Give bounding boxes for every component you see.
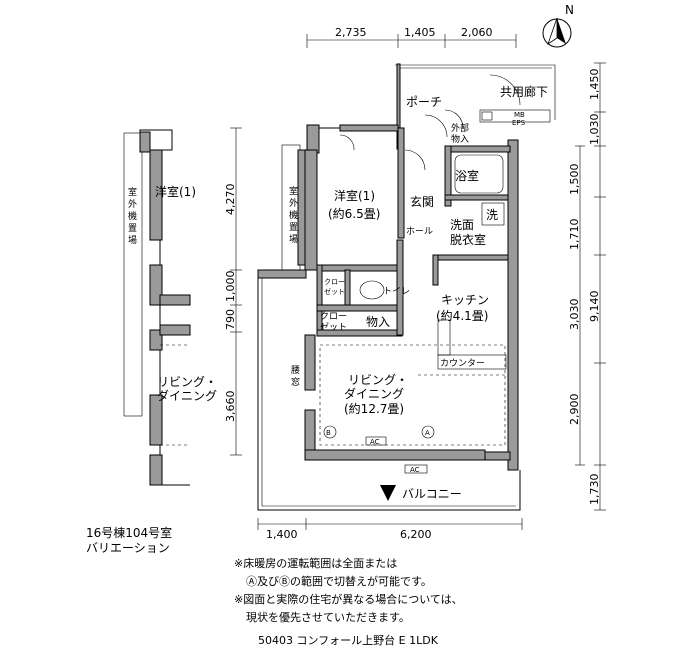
dim-left-4: 3,660	[224, 391, 237, 423]
footer-caption: 50403 コンフォール上野台 E 1LDK	[258, 634, 438, 647]
closet-upper-label-2: ゼット	[324, 287, 345, 296]
dim-top-2: 1,405	[404, 26, 436, 39]
balcony-arrow-icon	[380, 485, 396, 501]
compass-label: N	[565, 3, 574, 17]
variation-caption-2: バリエーション	[86, 541, 170, 555]
ac-unit-label-4: 置	[289, 222, 298, 233]
kitchen-label: キッチン	[441, 293, 489, 307]
mb-label: MB	[514, 111, 525, 119]
corridor-label: 共用廊下	[500, 84, 548, 99]
washer-label: 洗	[486, 208, 498, 222]
room-labels: 洋室(1) (約6.5畳) ポーチ 共用廊下 MB EPS 外部 物入 浴室 玄…	[289, 84, 548, 501]
dim-right-4: 1,710	[568, 219, 581, 251]
top-dimensions: 2,735 1,405 2,060	[306, 26, 517, 48]
bottom-dimensions: 1,400 6,200	[257, 518, 523, 541]
variation-ac-3: 機	[128, 210, 137, 222]
closet-upper-label-1: クロー	[324, 278, 345, 286]
dim-bottom-2: 6,200	[400, 528, 432, 541]
waist-window-label-2: 窓	[291, 376, 300, 388]
washroom-label-2: 脱衣室	[450, 232, 486, 247]
dim-top-3: 2,060	[461, 26, 493, 39]
dim-left-2: 1,000	[224, 271, 237, 303]
ac-label-balcony: AC	[410, 466, 420, 474]
living-label-1: リビング・	[348, 373, 408, 387]
dim-right-total: 9,140	[588, 291, 601, 323]
dim-top-1: 2,735	[335, 26, 367, 39]
closet-lower-label-2: ゼット	[320, 321, 347, 333]
variation-ac-2: 外	[128, 198, 137, 210]
left-dimensions: 4,270 1,000 790 3,660	[224, 127, 242, 456]
kitchen-area: (約4.1畳)	[436, 308, 488, 323]
note-line-1: ※床暖房の運転範囲は全面または	[234, 557, 398, 570]
waist-window-label-1: 腰	[291, 365, 300, 376]
ac-unit-label-3: 機	[289, 209, 298, 221]
dim-right-7: 1,730	[588, 474, 601, 506]
toilet-label: トイレ	[383, 287, 410, 297]
floor-heating-b-mark: B	[326, 429, 331, 437]
bath-label: 浴室	[455, 168, 479, 183]
ac-unit-label-5: 場	[289, 233, 298, 245]
porch-label: ポーチ	[406, 95, 442, 109]
western-room-label: 洋室(1)	[334, 188, 375, 203]
note-line-3: ※図面と実際の住宅が異なる場合については、	[234, 593, 463, 606]
variation-ac-5: 場	[128, 234, 137, 246]
entrance-label: 玄関	[410, 194, 434, 209]
variation-plan: 洋室(1) リビング・ ダイニング 室 外 機 置 場	[123, 129, 217, 486]
variation-living-2: ダイニング	[157, 388, 217, 403]
ext-storage-label-1: 外部	[451, 122, 469, 134]
ac-unit-label-2: 外	[289, 197, 298, 209]
variation-ac-1: 室	[128, 186, 137, 198]
compass: N	[542, 3, 574, 48]
western-room-area: (約6.5畳)	[328, 206, 380, 221]
note-line-2: Ⓐ及びⒷの範囲で切替えが可能です。	[246, 575, 432, 588]
eps-label: EPS	[512, 119, 526, 127]
variation-ac-4: 置	[128, 223, 137, 234]
note-line-4: 現状を優先させていただきます。	[246, 611, 410, 624]
washroom-label-1: 洗面	[450, 218, 474, 232]
variation-living-1: リビング・	[157, 375, 217, 389]
ac-label-living: AC	[370, 438, 380, 446]
closet-lower-label-1: クロー	[320, 311, 347, 322]
dim-right-1: 1,450	[588, 69, 601, 101]
living-label-2: ダイニング	[344, 386, 404, 401]
balcony-label: バルコニー	[402, 487, 462, 501]
dim-right-2: 1,030	[588, 114, 601, 146]
main-plan-walls	[257, 63, 556, 511]
dim-right-3: 1,500	[568, 164, 581, 196]
dim-left-1: 4,270	[224, 184, 237, 216]
ext-storage-label-2: 物入	[451, 133, 469, 145]
floor-heating-a-mark: A	[425, 429, 430, 437]
ac-unit-label-1: 室	[289, 185, 298, 197]
dim-bottom-1: 1,400	[266, 528, 298, 541]
living-area: (約12.7畳)	[344, 401, 404, 416]
hall-label: ホール	[406, 226, 433, 237]
dim-right-5: 3,030	[568, 299, 581, 331]
counter-label: カウンター	[440, 358, 485, 369]
dim-right-6: 2,900	[568, 394, 581, 426]
right-dimensions: 1,450 1,030 1,500 1,710 3,030 2,900 1,73…	[568, 62, 606, 511]
variation-caption-1: 16号棟104号室	[86, 525, 172, 540]
variation-western-room: 洋室(1)	[155, 184, 196, 199]
dim-left-3: 790	[224, 309, 237, 330]
storage-label: 物入	[366, 315, 390, 329]
